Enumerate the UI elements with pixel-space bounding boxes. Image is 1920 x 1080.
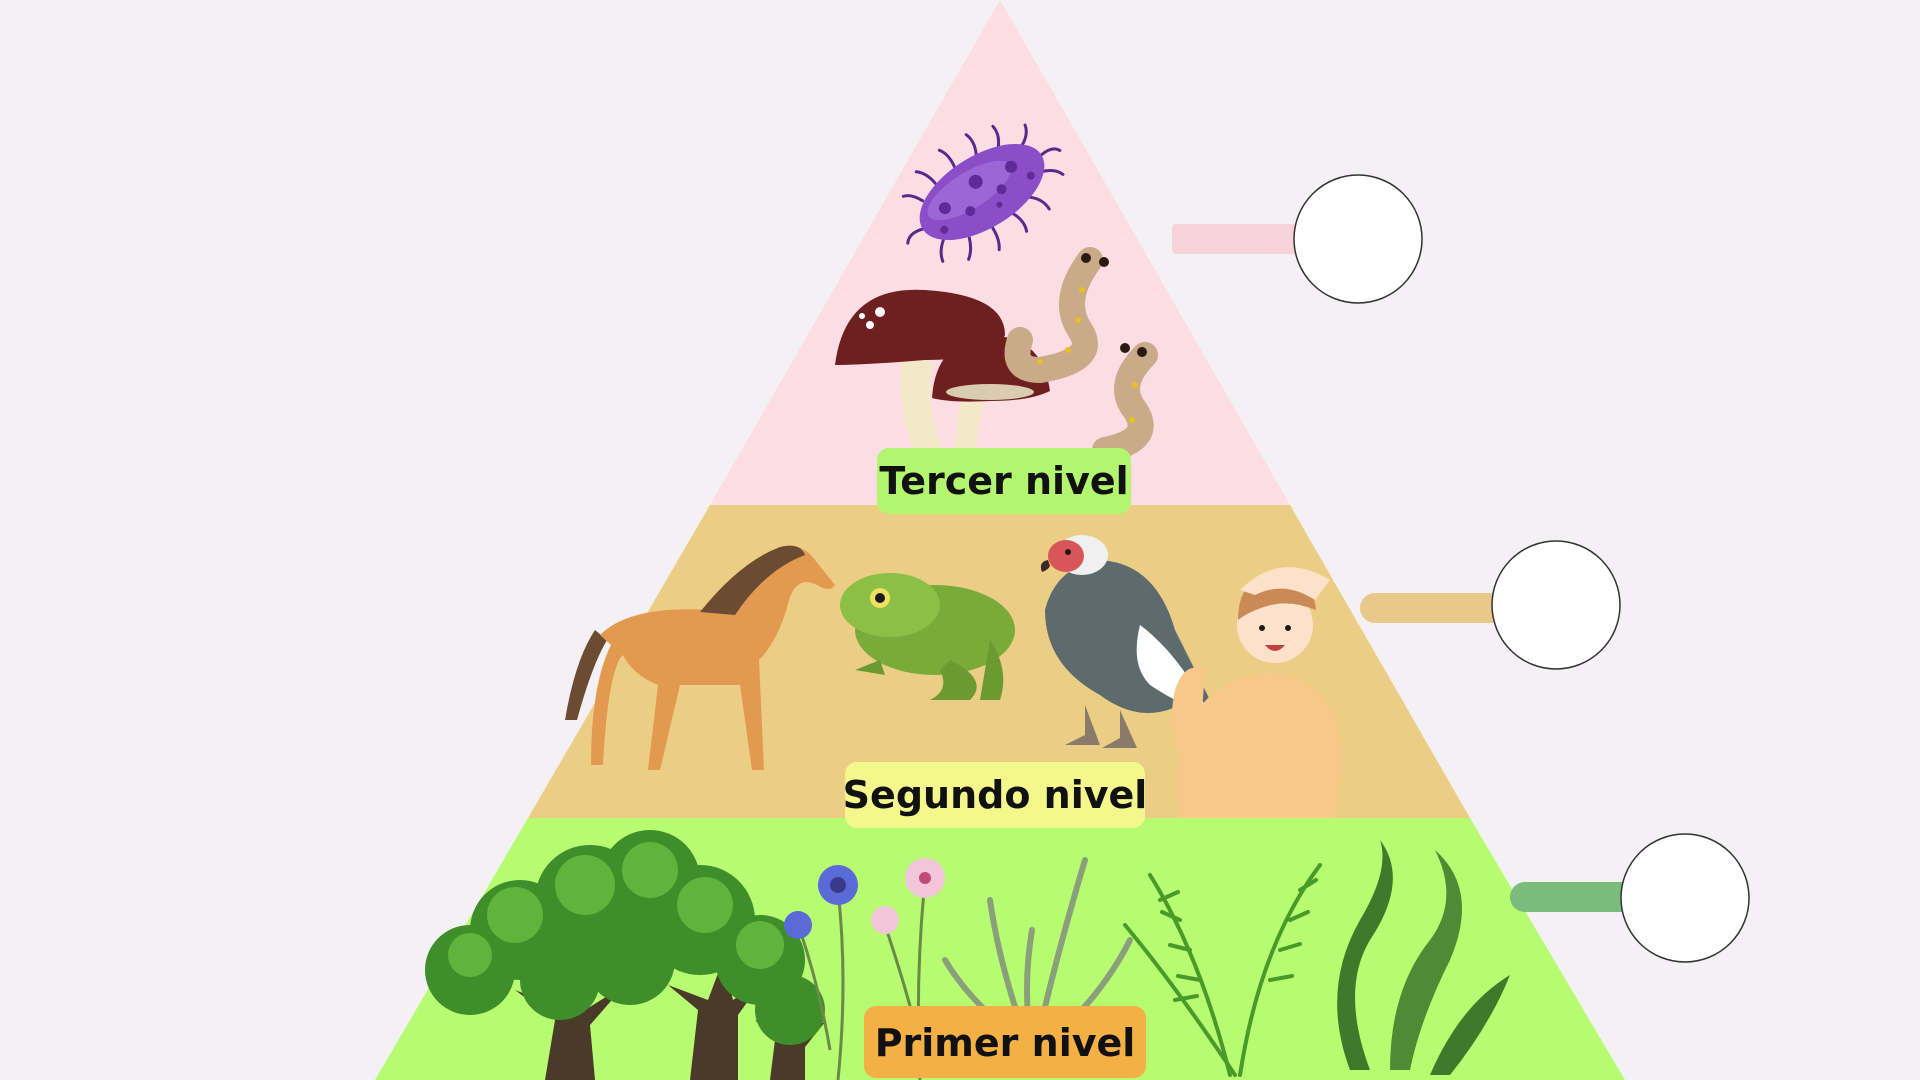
level-label-primer: Primer nivel	[864, 1006, 1146, 1078]
answer-circle-segundo[interactable]	[1491, 540, 1621, 670]
seaweed-icon	[1337, 840, 1510, 1075]
flower-icon	[784, 858, 945, 1080]
worm-icon	[1004, 247, 1158, 463]
connector-primer	[1510, 882, 1640, 912]
connector-tercer	[1172, 224, 1300, 254]
level-label-tercer: Tercer nivel	[877, 448, 1131, 514]
connector-segundo	[1360, 593, 1505, 623]
level-label-text: Segundo nivel	[843, 773, 1148, 817]
fern-icon	[1123, 863, 1322, 1077]
answer-circle-primer[interactable]	[1620, 833, 1750, 963]
horse-icon	[565, 545, 835, 770]
bacteria-icon	[901, 123, 1065, 263]
level-label-text: Primer nivel	[875, 1021, 1136, 1065]
tree-icon	[425, 830, 825, 1080]
person-icon	[1171, 567, 1342, 818]
level-label-segundo: Segundo nivel	[843, 762, 1148, 828]
frog-icon	[840, 573, 1015, 700]
answer-circle-tercer[interactable]	[1293, 174, 1423, 304]
level-label-text: Tercer nivel	[879, 459, 1128, 503]
band-tercer-nivel	[710, 0, 1290, 505]
